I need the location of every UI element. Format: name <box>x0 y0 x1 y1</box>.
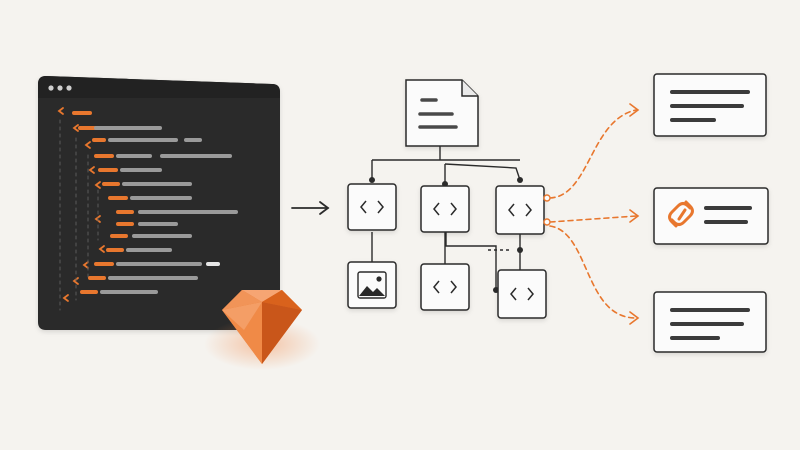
text-lines-card-icon <box>653 291 767 353</box>
text-lines-card-icon <box>653 73 767 137</box>
code-tag-icon <box>497 269 547 319</box>
link-chain-icon <box>668 200 694 228</box>
output-arrowheads <box>629 103 640 325</box>
right-arrow-icon <box>291 201 330 215</box>
code-tag-icon <box>420 263 470 311</box>
code-tag-icon <box>495 185 545 235</box>
editor-window-dots <box>48 85 72 91</box>
link-card <box>653 187 769 245</box>
image-icon <box>347 261 397 309</box>
output-port-dots <box>543 194 551 226</box>
ruby-gem-icon <box>222 290 302 364</box>
document-icon <box>405 79 479 147</box>
output-connectors <box>549 109 637 319</box>
code-tag-icon <box>347 183 397 231</box>
editor-code-lines <box>57 107 238 311</box>
code-tag-icon <box>420 185 470 233</box>
